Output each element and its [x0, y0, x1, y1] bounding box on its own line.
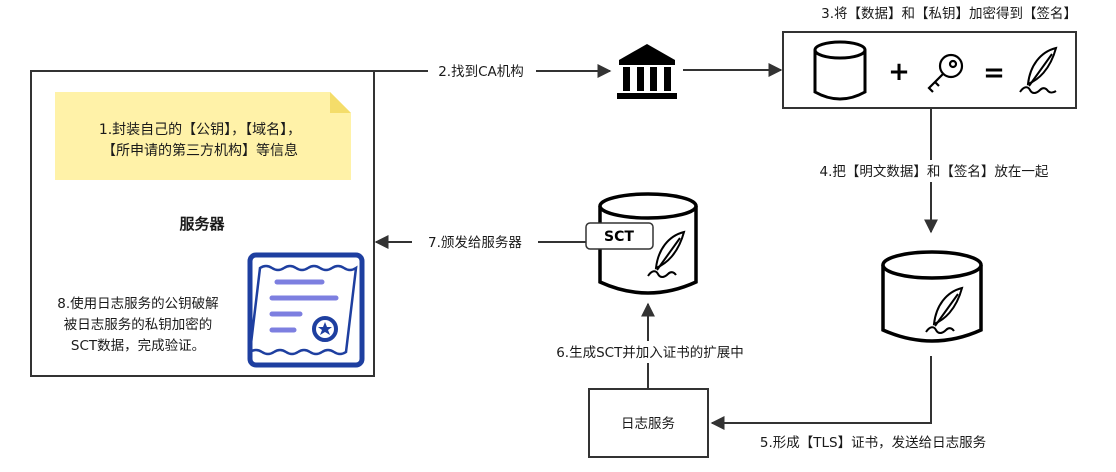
equals-sign: =: [983, 58, 1005, 88]
info-note: 1.封装自己的【公钥】，【域名】， 【所申请的第三方机构】等信息: [55, 92, 351, 180]
server-title: 服务器: [179, 215, 225, 233]
signature-feather-icon: [1019, 46, 1058, 94]
step-2-label: 2.找到CA机构: [438, 64, 524, 80]
verify-line-1: 8.使用日志服务的公钥破解: [57, 295, 218, 312]
step-7-label: 7.颁发给服务器: [428, 235, 522, 251]
verify-line-3: SCT数据，完成验证。: [71, 338, 205, 354]
sct-certificate-icon: SCT: [585, 192, 698, 295]
log-service-box: 日志服务: [588, 388, 709, 458]
sign-equation-box: + =: [782, 31, 1077, 109]
log-service-label: 日志服务: [621, 416, 675, 432]
bank-icon: [617, 44, 677, 99]
arrow-to-log-service: [710, 356, 932, 430]
database-icon: [813, 40, 867, 101]
verify-line-2: 被日志服务的私钥加密的: [64, 316, 213, 333]
step-3-label: 3.将【数据】和【私钥】加密得到【签名】: [821, 5, 1077, 22]
sct-badge: SCT: [604, 229, 634, 245]
certificate-icon: [247, 252, 365, 368]
signed-data-database-icon: [881, 250, 983, 343]
note-line-2: 【所申请的第三方机构】等信息: [102, 142, 298, 159]
plus-sign: +: [888, 57, 910, 87]
note-line-1: 1.封装自己的【公钥】，【域名】，: [99, 122, 301, 138]
step-6-label: 6.生成SCT并加入证书的扩展中: [556, 345, 744, 361]
step-5-label: 5.形成【TLS】证书，发送给日志服务: [760, 435, 986, 451]
step-4-label: 4.把【明文数据】和【签名】放在一起: [820, 163, 1049, 180]
key-icon: [927, 53, 964, 93]
